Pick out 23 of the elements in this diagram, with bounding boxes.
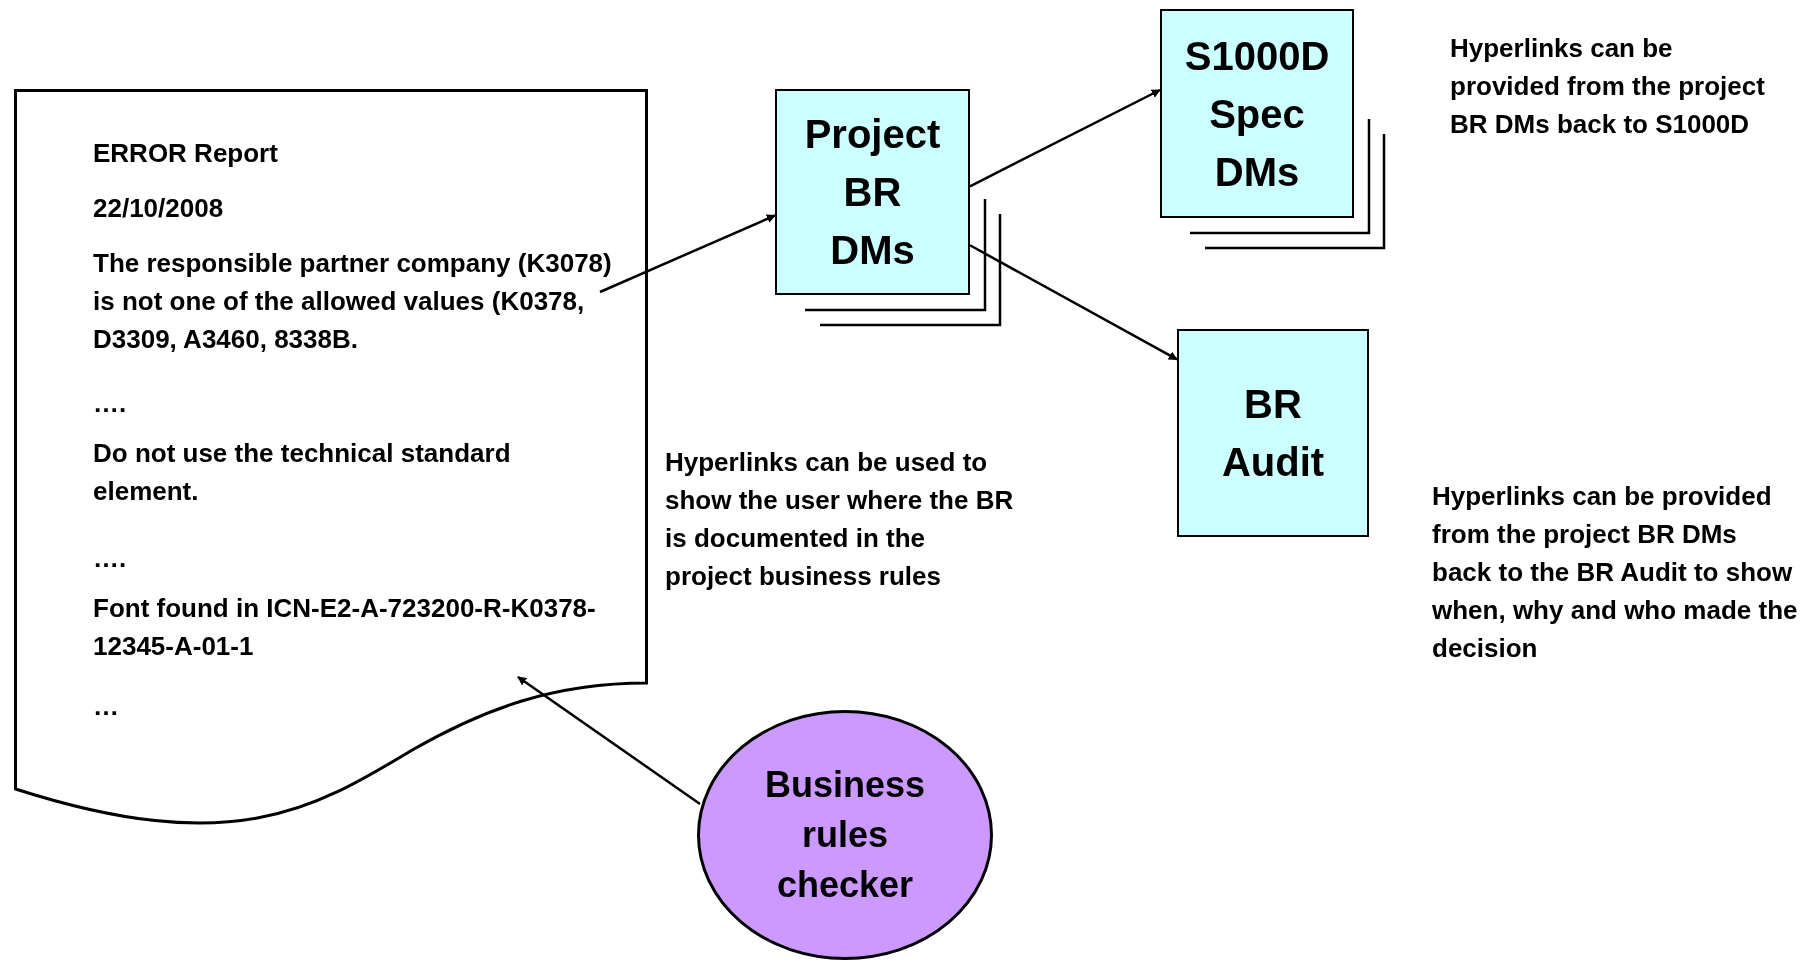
note-text: Hyperlinks can be provided from the project BR DMs back to S1000D	[1450, 32, 1766, 141]
note-text: Hyperlinks can be used to show the user where the BR is documented in the project business rules	[665, 446, 1015, 593]
document-box	[1160, 9, 1354, 218]
report-text: The responsible partner company (K3078) is not one of the allowed values (K0378, D3309, A3460, 8338B.	[93, 247, 613, 356]
report-text: ….	[93, 387, 128, 420]
report-text: Font found in ICN-E2-A-723200-R-K0378-12345-A-01-1	[93, 592, 597, 663]
document-box	[1177, 329, 1369, 537]
report-text: …	[93, 690, 120, 723]
box-label: BR Audit	[1221, 381, 1325, 486]
report-text: ERROR Report	[93, 137, 279, 170]
checker-circle	[697, 710, 993, 960]
arrow	[517, 675, 701, 806]
arrow	[969, 88, 1161, 188]
report-text: 22/10/2008	[93, 192, 225, 225]
box-label: Project BR DMs	[804, 111, 941, 274]
arrow	[969, 244, 1178, 361]
arrow	[599, 214, 776, 294]
note-text: Hyperlinks can be provided from the project BR DMs back to the BR Audit to show when, why and who made the decision	[1432, 480, 1799, 665]
circle-label: Business rules checker	[764, 763, 926, 907]
document-box	[775, 89, 970, 295]
report-text: ….	[93, 542, 128, 575]
box-label: S1000D Spec DMs	[1184, 32, 1330, 196]
report-text: Do not use the technical standard element.	[93, 437, 512, 508]
